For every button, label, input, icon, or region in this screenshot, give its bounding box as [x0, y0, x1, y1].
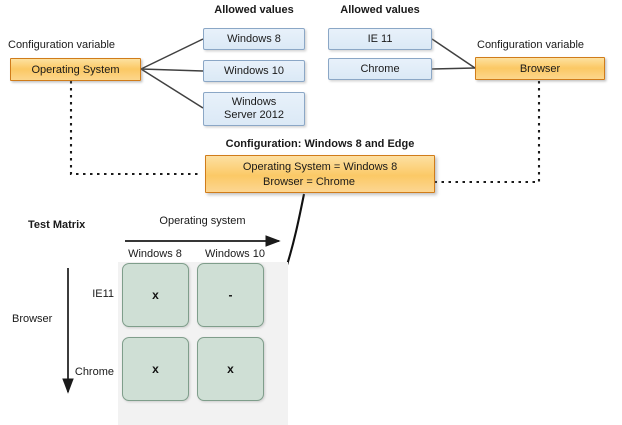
- matrix-column-header-windows-10: Windows 10: [205, 248, 265, 260]
- matrix-row-header-ie11: IE11: [92, 288, 114, 300]
- allowed-value-windows-8[interactable]: Windows 8: [203, 28, 305, 50]
- variable-box-browser[interactable]: Browser: [475, 57, 605, 80]
- matrix-row-header-chrome: Chrome: [74, 366, 114, 378]
- matrix-cell-ie11-windows-10-value: -: [228, 288, 233, 302]
- allowed-value-chrome-label: Chrome: [360, 62, 400, 75]
- matrix-cell-ie11-windows-8-value: x: [152, 288, 159, 302]
- allowed-value-windows-8-label: Windows 8: [227, 32, 281, 45]
- matrix-cell-chrome-windows-10[interactable]: x: [197, 337, 264, 401]
- matrix-x-axis-label: Operating system: [159, 215, 246, 227]
- matrix-cell-chrome-windows-8-value: x: [152, 362, 159, 376]
- configuration-box[interactable]: Operating System = Windows 8 Browser = C…: [205, 155, 435, 193]
- allowed-value-windows-10[interactable]: Windows 10: [203, 60, 305, 82]
- test-matrix-title: Test Matrix: [28, 219, 86, 231]
- matrix-cell-ie11-windows-8[interactable]: x: [122, 263, 189, 327]
- configuration-line-browser: Browser = Chrome: [262, 176, 355, 188]
- matrix-cell-ie11-windows-10[interactable]: -: [197, 263, 264, 327]
- allowed-values-header-browser: Allowed values: [340, 4, 420, 16]
- variable-box-browser-label: Browser: [519, 62, 561, 75]
- configuration-header: Configuration: Windows 8 and Edge: [225, 138, 415, 150]
- allowed-value-ie-11[interactable]: IE 11: [328, 28, 432, 50]
- variable-box-operating-system[interactable]: Operating System: [10, 58, 141, 81]
- allowed-value-chrome[interactable]: Chrome: [328, 58, 432, 80]
- browser-connector-lines: [431, 38, 476, 70]
- allowed-value-windows-server-2012-label: Windows Server 2012: [224, 96, 284, 121]
- configuration-line-os: Operating System = Windows 8: [242, 161, 398, 173]
- allowed-values-header-os: Allowed values: [214, 4, 294, 16]
- variable-box-operating-system-label: Operating System: [31, 63, 120, 76]
- allowed-value-windows-server-2012[interactable]: Windows Server 2012: [203, 92, 305, 126]
- matrix-column-header-windows-8: Windows 8: [128, 248, 182, 260]
- matrix-y-axis-label: Browser: [12, 313, 53, 325]
- configuration-variable-label-os: Configuration variable: [8, 39, 116, 51]
- allowed-value-windows-10-label: Windows 10: [224, 64, 284, 77]
- matrix-cell-chrome-windows-10-value: x: [227, 362, 234, 376]
- os-dotted-path: [69, 81, 200, 176]
- matrix-cell-chrome-windows-8[interactable]: x: [122, 337, 189, 401]
- os-connector-lines: [140, 38, 204, 109]
- allowed-value-ie-11-label: IE 11: [367, 32, 393, 45]
- configuration-variable-label-browser: Configuration variable: [477, 39, 585, 51]
